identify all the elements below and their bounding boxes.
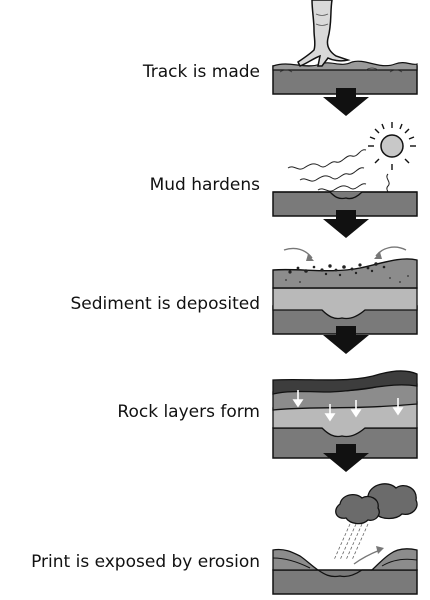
step-label-track-made: Track is made <box>142 62 260 82</box>
mud-surface <box>272 60 418 71</box>
top-rock-layer <box>272 370 418 395</box>
down-arrow-icon <box>323 444 369 472</box>
panel-mud-hardens <box>272 122 418 217</box>
step-label-rock-layers-form: Rock layers form <box>117 402 260 422</box>
dinosaur-leg-icon <box>297 0 351 67</box>
down-arrow-icon <box>323 88 369 116</box>
left-curved-arrow-icon <box>283 247 313 259</box>
step-label-mud-hardens: Mud hardens <box>149 175 260 195</box>
sediment-top-layer <box>272 258 418 289</box>
rain-cloud-icon <box>335 483 418 525</box>
erosion-arrow-icon <box>353 546 384 565</box>
right-eroded-layers <box>370 548 418 571</box>
panel-print-exposed <box>272 483 418 595</box>
panel-track-made <box>272 0 418 95</box>
panel-sediment-deposited <box>272 246 418 335</box>
down-arrow-icon <box>323 326 369 354</box>
sun-icon <box>368 122 416 170</box>
rain-lines <box>333 523 369 561</box>
right-curved-arrow-icon <box>375 246 407 257</box>
step-label-print-exposed: Print is exposed by erosion <box>31 552 260 572</box>
exposed-footprint <box>317 569 372 578</box>
footprint-depression <box>273 191 417 200</box>
eroded-bottom-layer <box>272 569 418 595</box>
middle-layer <box>272 287 418 320</box>
mud-ripples <box>279 67 403 73</box>
down-arrow-icon <box>323 210 369 238</box>
pressure-arrows <box>292 390 404 422</box>
sediment-particles <box>288 262 386 277</box>
step-label-sediment-deposited: Sediment is deposited <box>70 294 260 314</box>
left-eroded-layers <box>272 548 321 571</box>
